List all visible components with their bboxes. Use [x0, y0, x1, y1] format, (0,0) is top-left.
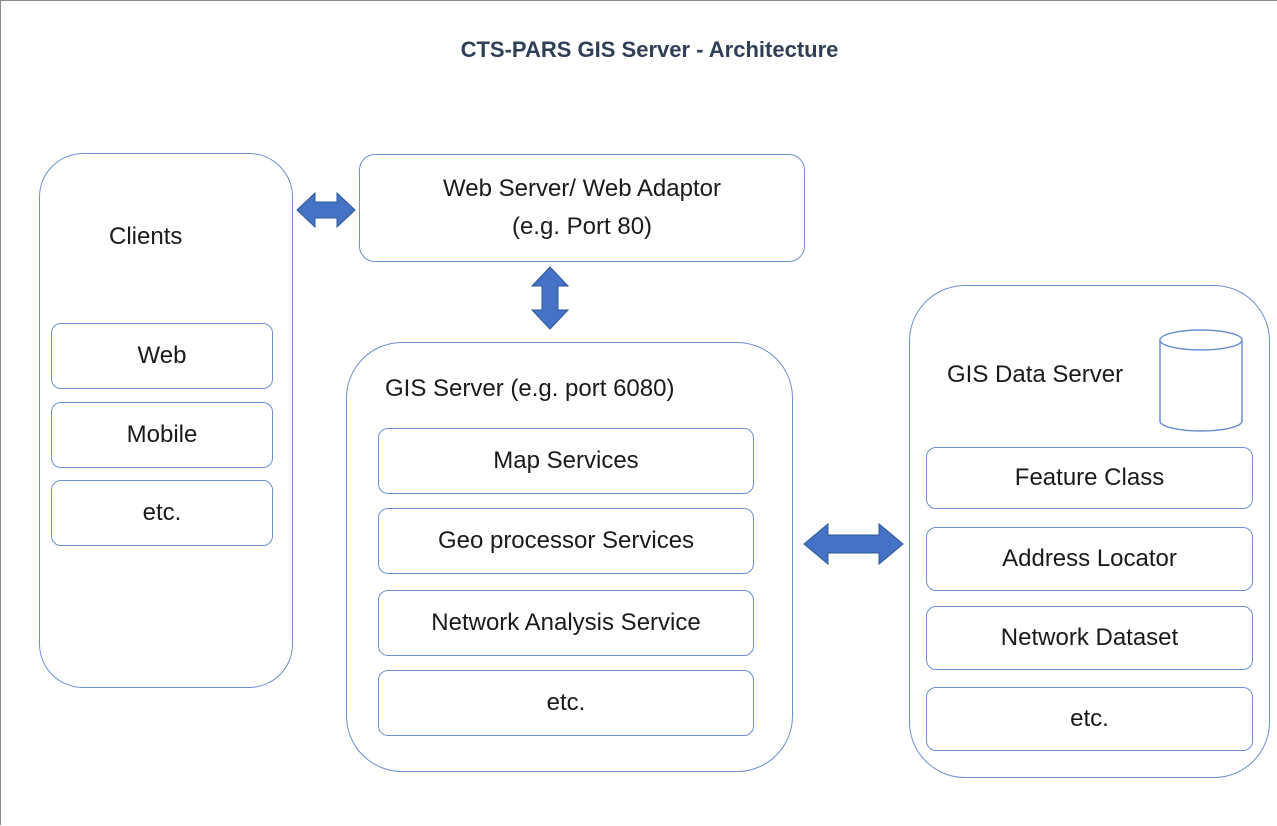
gis-service-network-analysis: Network Analysis Service — [378, 590, 754, 656]
data-item-feature-class: Feature Class — [926, 447, 1253, 509]
web-server-port: (e.g. Port 80) — [511, 213, 653, 240]
diagram-title: CTS-PARS GIS Server - Architecture — [460, 37, 839, 62]
gis-service-map: Map Services — [378, 428, 754, 494]
client-item-mobile: Mobile — [51, 402, 273, 468]
client-item-web: Web — [51, 323, 273, 389]
web-server-title: Web Server/ Web Adaptor — [443, 175, 721, 202]
data-item-address-locator: Address Locator — [926, 527, 1253, 591]
clients-label: Clients — [109, 223, 183, 250]
gis-data-server-label: GIS Data Server — [947, 361, 1124, 388]
gis-server-label: GIS Server (e.g. port 6080) — [385, 375, 675, 402]
gis-service-geoprocessor: Geo processor Services — [378, 508, 754, 574]
database-cylinder-icon — [1159, 329, 1243, 432]
gis-service-etc: etc. — [378, 670, 754, 736]
clients-webserver-arrow — [296, 191, 356, 229]
client-item-etc: etc. — [51, 480, 273, 546]
web-server-box: Web Server/ Web Adaptor (e.g. Port 80) — [359, 154, 805, 262]
data-item-etc: etc. — [926, 687, 1253, 751]
data-item-network-dataset: Network Dataset — [926, 606, 1253, 670]
webserver-gisserver-arrow — [530, 266, 570, 330]
gisserver-dataserver-arrow — [803, 522, 904, 566]
